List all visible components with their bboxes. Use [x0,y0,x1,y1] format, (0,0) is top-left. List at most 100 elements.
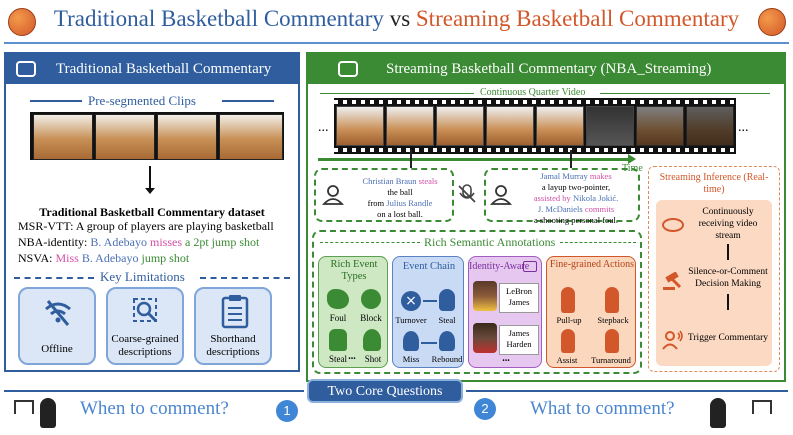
video-ellipsis-right: ... [738,120,749,135]
player-photo [473,323,497,353]
bottom-rule-left [4,390,304,392]
stepback-player-icon [605,287,619,313]
limitation-label: Offline [41,343,73,355]
commentary-bubble: Christian Braun steals the ball from Jul… [314,168,454,222]
video-frame [436,106,484,146]
down-arrow [149,166,151,190]
player-name: James Harden [506,328,532,349]
traditional-header-text: Traditional Basketball Commentary [56,61,272,77]
actions-card: Fine-grained Actions Pull-up Stepback As… [546,256,636,368]
event-type-label: Shot [364,354,382,364]
film-perforation [334,100,736,104]
chain-arrow [421,342,437,344]
limitation-offline: Offline [18,287,96,365]
clips-strip [30,112,284,160]
turnover-icon: × [401,291,421,311]
core-questions-badge: Two Core Questions [307,379,463,403]
video-frame [636,106,684,146]
event-types-title: Rich Event Types [330,259,378,282]
commentary-text: Christian Braun steals the ball from Jul… [362,176,438,219]
video-ellipsis-left: ... [318,120,329,135]
film-perforation [334,148,736,152]
commentator-icon [489,184,513,206]
title-divider [4,42,789,44]
action-label: Assist [556,355,578,365]
identity-card: Identity-Aware LeBron James James Harden… [468,256,542,368]
down-arrow-head [145,188,155,194]
annotations-label: Rich Semantic Annotations [424,235,556,249]
turnaround-player-icon [605,329,619,353]
comment-arrow [410,150,412,168]
bottom-rule-right [466,390,788,392]
step-arrow [727,294,729,310]
inference-step: Silence-or-Comment Decision Making [688,267,768,289]
inference-box [648,166,780,372]
event-chain-title: Event Chain [402,261,456,272]
pullup-player-icon [561,287,575,313]
question-number-2: 2 [474,398,496,420]
video-frame [586,106,634,146]
annotations-box [312,230,642,374]
block-icon [361,289,381,309]
clip-frame [33,114,93,160]
comment-arrow [570,150,572,168]
event-type-label: Block [360,313,382,323]
streaming-panel [306,52,786,382]
id-card-icon [523,261,537,272]
limitations-label: Key Limitations [100,269,185,284]
inference-step: Trigger Commentary [687,333,769,343]
inference-step: Continuously receiving video stream [698,207,758,241]
limitation-coarse: Coarse-grained descriptions [106,287,184,365]
hoop-icon [752,400,772,414]
video-frame [536,106,584,146]
annotations-line [560,242,636,243]
event-type-label: Foul [329,313,347,323]
speaker-icon [662,330,684,350]
video-frame [686,106,734,146]
player-name: LeBron James [506,286,532,307]
video-label-line-right [600,93,770,94]
action-label: Pull-up [556,315,582,325]
clip-frame [95,114,155,160]
event-types-more: ... [348,351,356,362]
event-chain-label: Turnover [395,315,427,325]
action-label: Turnaround [591,355,631,365]
video-play-icon [16,61,36,77]
event-chain-label: Rebound [431,354,463,364]
streaming-panel-header: Streaming Basketball Commentary (NBA_Str… [308,54,784,84]
event-chain-card: Event Chain × Turnover Steal Miss Reboun… [392,256,464,368]
clipboard-icon [220,293,250,329]
inference-title: Streaming Inference (Real-time) [659,172,769,195]
action-label: Stepback [597,315,629,325]
question-number-1: 1 [276,400,298,422]
question-what: What to comment? [530,398,675,419]
limitation-label: Coarse-grained descriptions [111,333,179,358]
title-left: Traditional Basketball Commentary [53,6,384,31]
player-dunk-icon [40,398,56,428]
commentary-bubble: Jamal Murray makes a layup two-pointer, … [484,168,640,225]
gavel-icon [662,271,684,290]
example-nsva: NSVA: Miss B. Adebayo jump shot [18,251,190,265]
limitation-label: Shorthand descriptions [206,333,260,358]
actions-title: Fine-grained Actions [549,259,635,270]
video-label-line-left [320,93,474,94]
timeline-arrow [318,158,630,161]
commentator-icon [321,184,345,206]
basketball-icon [8,8,36,36]
identity-title: Identity-Aware [469,261,530,272]
video-label: Continuous Quarter Video [480,87,586,98]
example-nba-identity: NBA-identity: B. Adebayo misses a 2pt ju… [18,235,260,249]
title-vs: vs [389,6,411,31]
clips-label: Pre-segmented Clips [88,93,196,108]
video-frame [336,106,384,146]
annotations-line [320,242,420,243]
chain-arrow [423,300,437,302]
shot-icon [363,329,381,351]
example-msr-vtt: MSR-VTT: A group of players are playing … [18,219,274,233]
player-name-box: LeBron James [499,283,539,313]
video-frame [486,106,534,146]
clips-divider-right [222,100,274,102]
event-chain-label: Steal [438,315,456,325]
player-name-box: James Harden [499,325,539,355]
event-types-card: Rich Event Types Foul Block Steal Shot .… [318,256,388,368]
